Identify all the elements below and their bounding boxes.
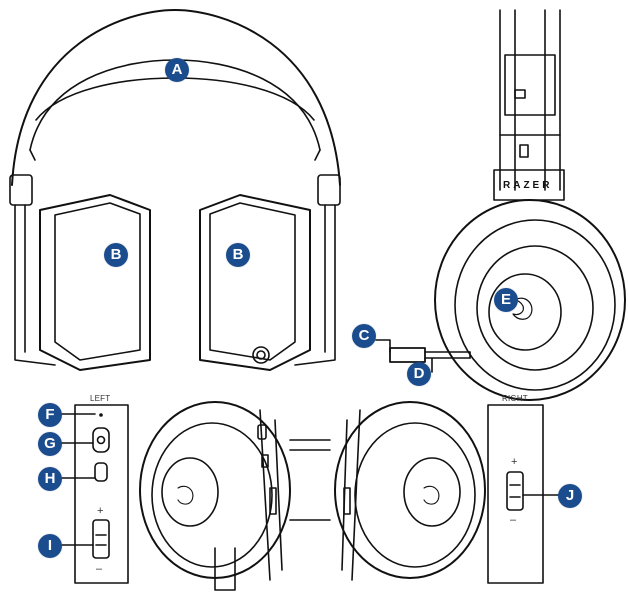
right-panel-label: RIGHT bbox=[502, 394, 528, 403]
left-minus-mark: – bbox=[96, 563, 103, 575]
status-led bbox=[99, 413, 103, 417]
callout-j: J bbox=[558, 484, 582, 508]
callout-f: F bbox=[38, 403, 62, 427]
callout-b-right: B bbox=[226, 243, 250, 267]
right-minus-mark: – bbox=[510, 514, 517, 526]
brand-label: RAZER bbox=[503, 180, 553, 191]
leader-c bbox=[375, 339, 391, 353]
side-view bbox=[389, 9, 626, 401]
callout-a: A bbox=[165, 58, 189, 82]
callout-d: D bbox=[407, 362, 431, 386]
left-control-panel bbox=[61, 404, 129, 584]
left-plus-mark: + bbox=[97, 505, 104, 517]
callout-e: E bbox=[494, 288, 518, 312]
callout-g: G bbox=[38, 432, 62, 456]
callout-i: I bbox=[38, 534, 62, 558]
right-control-panel bbox=[487, 404, 561, 584]
callout-b-left: B bbox=[104, 243, 128, 267]
bottom-view bbox=[139, 401, 486, 591]
callout-c: C bbox=[352, 324, 376, 348]
left-panel-label: LEFT bbox=[90, 394, 111, 403]
callout-h: H bbox=[38, 467, 62, 491]
right-plus-mark: + bbox=[511, 456, 518, 468]
